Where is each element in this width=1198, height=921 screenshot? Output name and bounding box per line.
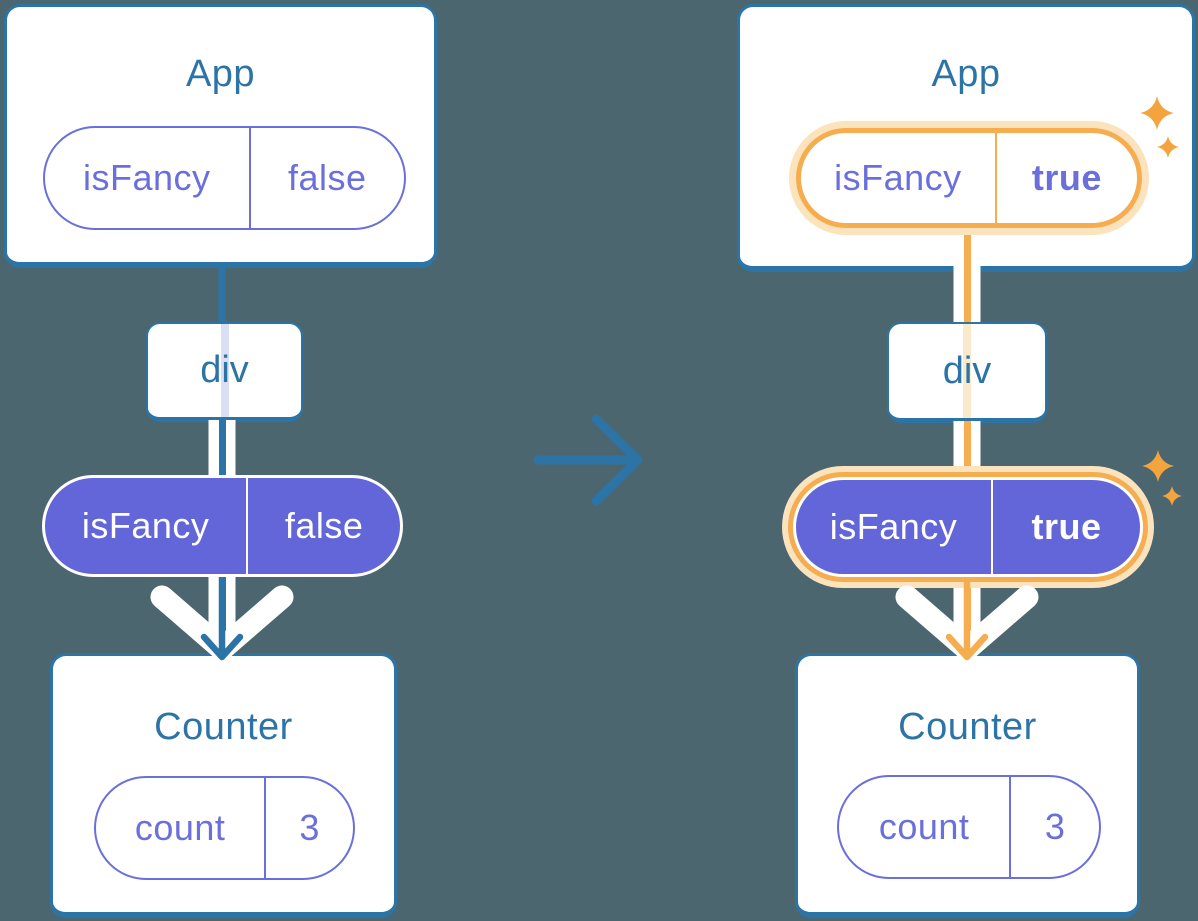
sparkle-icon (1157, 136, 1179, 158)
passed-prop-pill: isFancy false (42, 475, 403, 577)
down-arrow-icon (945, 577, 989, 661)
prop-name-label: isFancy (834, 157, 962, 198)
prop-name-label: isFancy (81, 505, 210, 546)
div-node: div (146, 322, 303, 422)
connector-div-to-prop (953, 421, 981, 479)
state-name-label: count (878, 806, 970, 847)
counter-title: Counter (898, 706, 1037, 748)
prop-value-label: false (248, 128, 405, 228)
counter-card: Counter count 3 (50, 653, 397, 918)
app-title: App (185, 53, 256, 95)
connector-div-to-prop (208, 420, 236, 477)
sparkle-icon (1162, 486, 1182, 506)
counter-state-pill: count 3 (94, 776, 355, 880)
app-prop-pill: isFancy false (43, 126, 406, 230)
counter-title: Counter (154, 706, 293, 748)
prop-name-label: isFancy (82, 157, 211, 198)
transition-arrow-icon (533, 414, 643, 506)
counter-card: Counter count 3 (795, 653, 1140, 918)
prop-name-label: isFancy (829, 506, 958, 547)
prop-value-label: false (246, 478, 400, 574)
div-label: div (942, 349, 992, 392)
app-prop-pill-highlighted: isFancy true (796, 128, 1142, 228)
sparkle-icon (1142, 450, 1174, 482)
passed-prop-pill-highlighted: isFancy true (793, 477, 1143, 577)
state-value-label: 3 (1009, 777, 1099, 877)
state-name-label: count (134, 807, 226, 848)
down-arrow-icon (200, 577, 244, 661)
prop-value-label: true (990, 480, 1140, 574)
connector-app-to-div (953, 230, 981, 322)
sparkle-icon (1140, 96, 1174, 130)
app-card: App isFancy false (4, 4, 437, 268)
state-value-label: 3 (264, 778, 353, 878)
counter-state-pill: count 3 (837, 775, 1101, 879)
app-title: App (931, 53, 1001, 95)
div-node: div (887, 322, 1047, 423)
div-label: div (200, 349, 249, 391)
prop-value-label: true (994, 133, 1137, 223)
connector-app-to-div (218, 264, 226, 322)
